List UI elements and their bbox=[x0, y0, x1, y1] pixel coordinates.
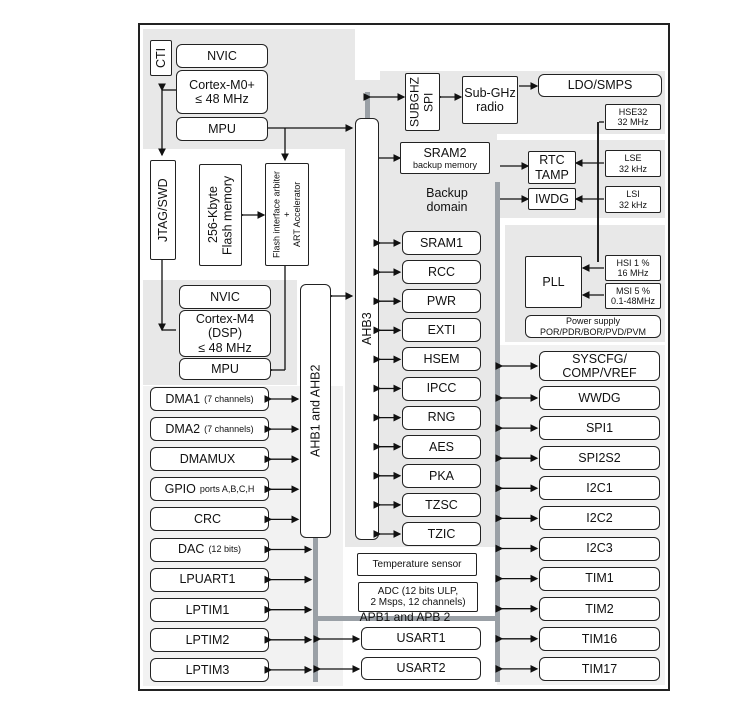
pll-block: PLL bbox=[525, 256, 582, 308]
peripheral-detail: (7 channels) bbox=[204, 393, 254, 404]
cortex-m4-block: Cortex-M4 (DSP) ≤ 48 MHz bbox=[179, 310, 271, 357]
rtc-tamp-block: RTC TAMP bbox=[528, 151, 576, 184]
left-peripheral-5: DAC(12 bits) bbox=[150, 537, 269, 562]
nvic-m0-block: NVIC bbox=[176, 44, 268, 68]
right-peripheral-4: I2C1 bbox=[539, 476, 660, 501]
left-peripheral-2: DMAMUX bbox=[150, 447, 269, 472]
ahb3-peripheral-4: HSEM bbox=[402, 347, 481, 372]
right-peripheral-0: SYSCFG/ COMP/VREF bbox=[539, 351, 660, 381]
right-peripheral-6: I2C3 bbox=[539, 536, 660, 561]
right-peripheral-10: TIM17 bbox=[539, 656, 660, 681]
right-peripheral-3: SPI2S2 bbox=[539, 446, 660, 471]
peripheral-detail: (7 channels) bbox=[204, 423, 254, 434]
apb-bus-horizontal bbox=[313, 616, 500, 621]
subghz-radio-block: Sub-GHz radio bbox=[462, 76, 518, 124]
ldo-smps-block: LDO/SMPS bbox=[538, 74, 662, 97]
nvic-m4-block: NVIC bbox=[179, 285, 271, 309]
peripheral-name: CRC bbox=[193, 512, 222, 527]
sram2-label: SRAM2 bbox=[423, 145, 467, 160]
lse-block: LSE 32 kHz bbox=[605, 150, 661, 177]
right-peripheral-5: I2C2 bbox=[539, 506, 660, 531]
left-peripheral-4: CRC bbox=[150, 507, 269, 532]
left-peripheral-9: LPTIM3 bbox=[150, 657, 269, 682]
peripheral-detail: (12 bits) bbox=[208, 544, 241, 555]
power-supply-block: Power supply POR/PDR/BOR/PVD/PVM bbox=[525, 315, 661, 338]
peripheral-name: DMA2 bbox=[165, 421, 201, 436]
ahb3-peripheral-6: RNG bbox=[402, 405, 481, 430]
ahb3-peripheral-7: AES bbox=[402, 434, 481, 459]
usart1-block: USART1 bbox=[361, 627, 481, 650]
peripheral-name: DMAMUX bbox=[179, 452, 236, 466]
hse-clock-line bbox=[597, 122, 599, 262]
hsi-block: HSI 1 % 16 MHz bbox=[605, 255, 661, 281]
ahb3-peripheral-8: PKA bbox=[402, 463, 481, 488]
peripheral-detail: ports A,B,C,H bbox=[199, 484, 255, 495]
mpu-m0-block: MPU bbox=[176, 117, 268, 141]
lsi-block: LSI 32 kHz bbox=[605, 186, 661, 213]
ahb3-peripheral-2: PWR bbox=[402, 289, 481, 314]
mpu-m4-block: MPU bbox=[179, 358, 271, 380]
left-peripheral-6: LPUART1 bbox=[150, 567, 269, 592]
peripheral-name: LPTIM1 bbox=[185, 602, 230, 617]
right-peripheral-7: TIM1 bbox=[539, 566, 660, 591]
cortex-m0-block: Cortex-M0+ ≤ 48 MHz bbox=[176, 70, 268, 114]
usart2-block: USART2 bbox=[361, 657, 481, 680]
peripheral-name: DAC bbox=[178, 542, 205, 557]
ahb3-peripheral-9: TZSC bbox=[402, 492, 481, 517]
ahb3-peripheral-1: RCC bbox=[402, 260, 481, 285]
left-peripheral-8: LPTIM2 bbox=[150, 627, 269, 652]
ahb3-peripheral-3: EXTI bbox=[402, 318, 481, 343]
msi-block: MSI 5 % 0.1-48MHz bbox=[605, 283, 661, 309]
right-peripheral-1: WWDG bbox=[539, 386, 660, 410]
iwdg-block: IWDG bbox=[528, 188, 576, 210]
apb-bus-left-vertical bbox=[313, 530, 318, 682]
peripheral-name: LPTIM2 bbox=[185, 632, 230, 647]
left-peripheral-0: DMA1(7 channels) bbox=[150, 387, 269, 411]
ahb3-peripheral-0: SRAM1 bbox=[402, 231, 481, 255]
peripheral-name: DMA1 bbox=[165, 391, 201, 406]
ahb3-connector bbox=[365, 92, 370, 118]
apb-bus-label: APB1 and APB 2 bbox=[359, 610, 451, 624]
right-peripheral-8: TIM2 bbox=[539, 596, 660, 621]
right-peripheral-2: SPI1 bbox=[539, 416, 660, 441]
right-peripheral-9: TIM16 bbox=[539, 626, 660, 651]
peripheral-name: GPIO bbox=[164, 482, 196, 497]
sram2-block: SRAM2 backup memory bbox=[400, 142, 490, 174]
hse32-block: HSE32 32 MHz bbox=[605, 104, 661, 130]
ahb3-peripheral-10: TZIC bbox=[402, 522, 481, 546]
peripheral-name: LPTIM3 bbox=[185, 662, 230, 677]
sram2-sublabel: backup memory bbox=[412, 160, 478, 171]
temperature-sensor-block: Temperature sensor bbox=[357, 553, 477, 576]
left-peripheral-7: LPTIM1 bbox=[150, 597, 269, 622]
peripheral-name: LPUART1 bbox=[179, 572, 236, 587]
ahb3-peripheral-5: IPCC bbox=[402, 376, 481, 401]
adc-block: ADC (12 bits ULP, 2 Msps, 12 channels) bbox=[358, 582, 478, 612]
backup-domain-label: Backup domain bbox=[426, 186, 468, 214]
